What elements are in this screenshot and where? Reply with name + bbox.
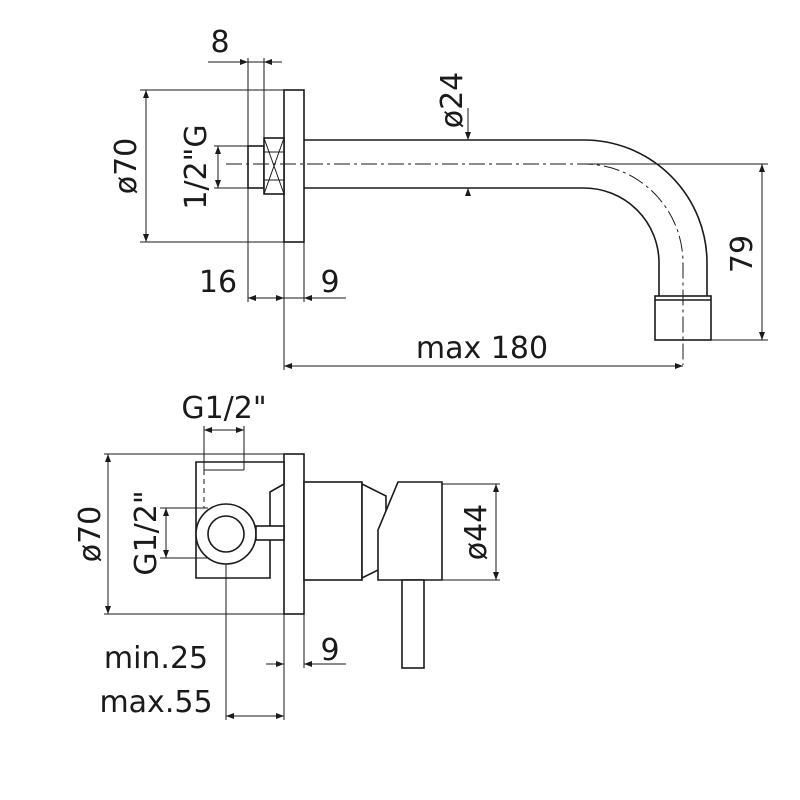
mixer-lever-shaft	[401, 579, 425, 669]
spout-center-line	[226, 163, 684, 365]
spout-pipe-inner	[304, 187, 660, 300]
mixer-flange-diameter-label: ø70	[73, 506, 108, 563]
spout-pipe-diameter-label: ø24	[435, 72, 470, 129]
mixer-lever-block	[377, 481, 443, 581]
spout-wall-offset-label: 16	[199, 265, 237, 300]
spout-view: 8 ø70 1/2"G ø24 16 9	[109, 25, 768, 370]
mixer-flange-thickness-label: 9	[320, 633, 339, 668]
mixer-body-cylinder	[303, 481, 363, 581]
spout-wall-flange	[283, 89, 305, 243]
spout-thread-connector	[247, 145, 265, 189]
spout-thread-label: 1/2"G	[179, 124, 214, 209]
mixer-max-depth-label: max.55	[99, 685, 212, 720]
mixer-wall-flange	[283, 453, 305, 615]
mixer-view: G1/2" ø70 G1/2" ø44 9 min	[73, 391, 500, 720]
spout-nut-length-label: 8	[210, 25, 229, 60]
mixer-inlet-port-inner	[207, 515, 245, 553]
spout-pipe	[304, 139, 708, 300]
spout-height-label: 79	[725, 235, 760, 273]
spout-projection-label: max 180	[416, 331, 548, 366]
mixer-body-diameter-label: ø44	[459, 504, 494, 561]
mixer-inlet-thread-top-label: G1/2"	[181, 391, 266, 426]
mixer-inlet-thread-side-label: G1/2"	[129, 490, 164, 575]
mixer-side-stub	[255, 525, 285, 541]
mixer-min-depth-label: min.25	[104, 641, 208, 676]
spout-flange-thickness-label: 9	[320, 265, 339, 300]
spout-flange-diameter-label: ø70	[109, 138, 144, 195]
